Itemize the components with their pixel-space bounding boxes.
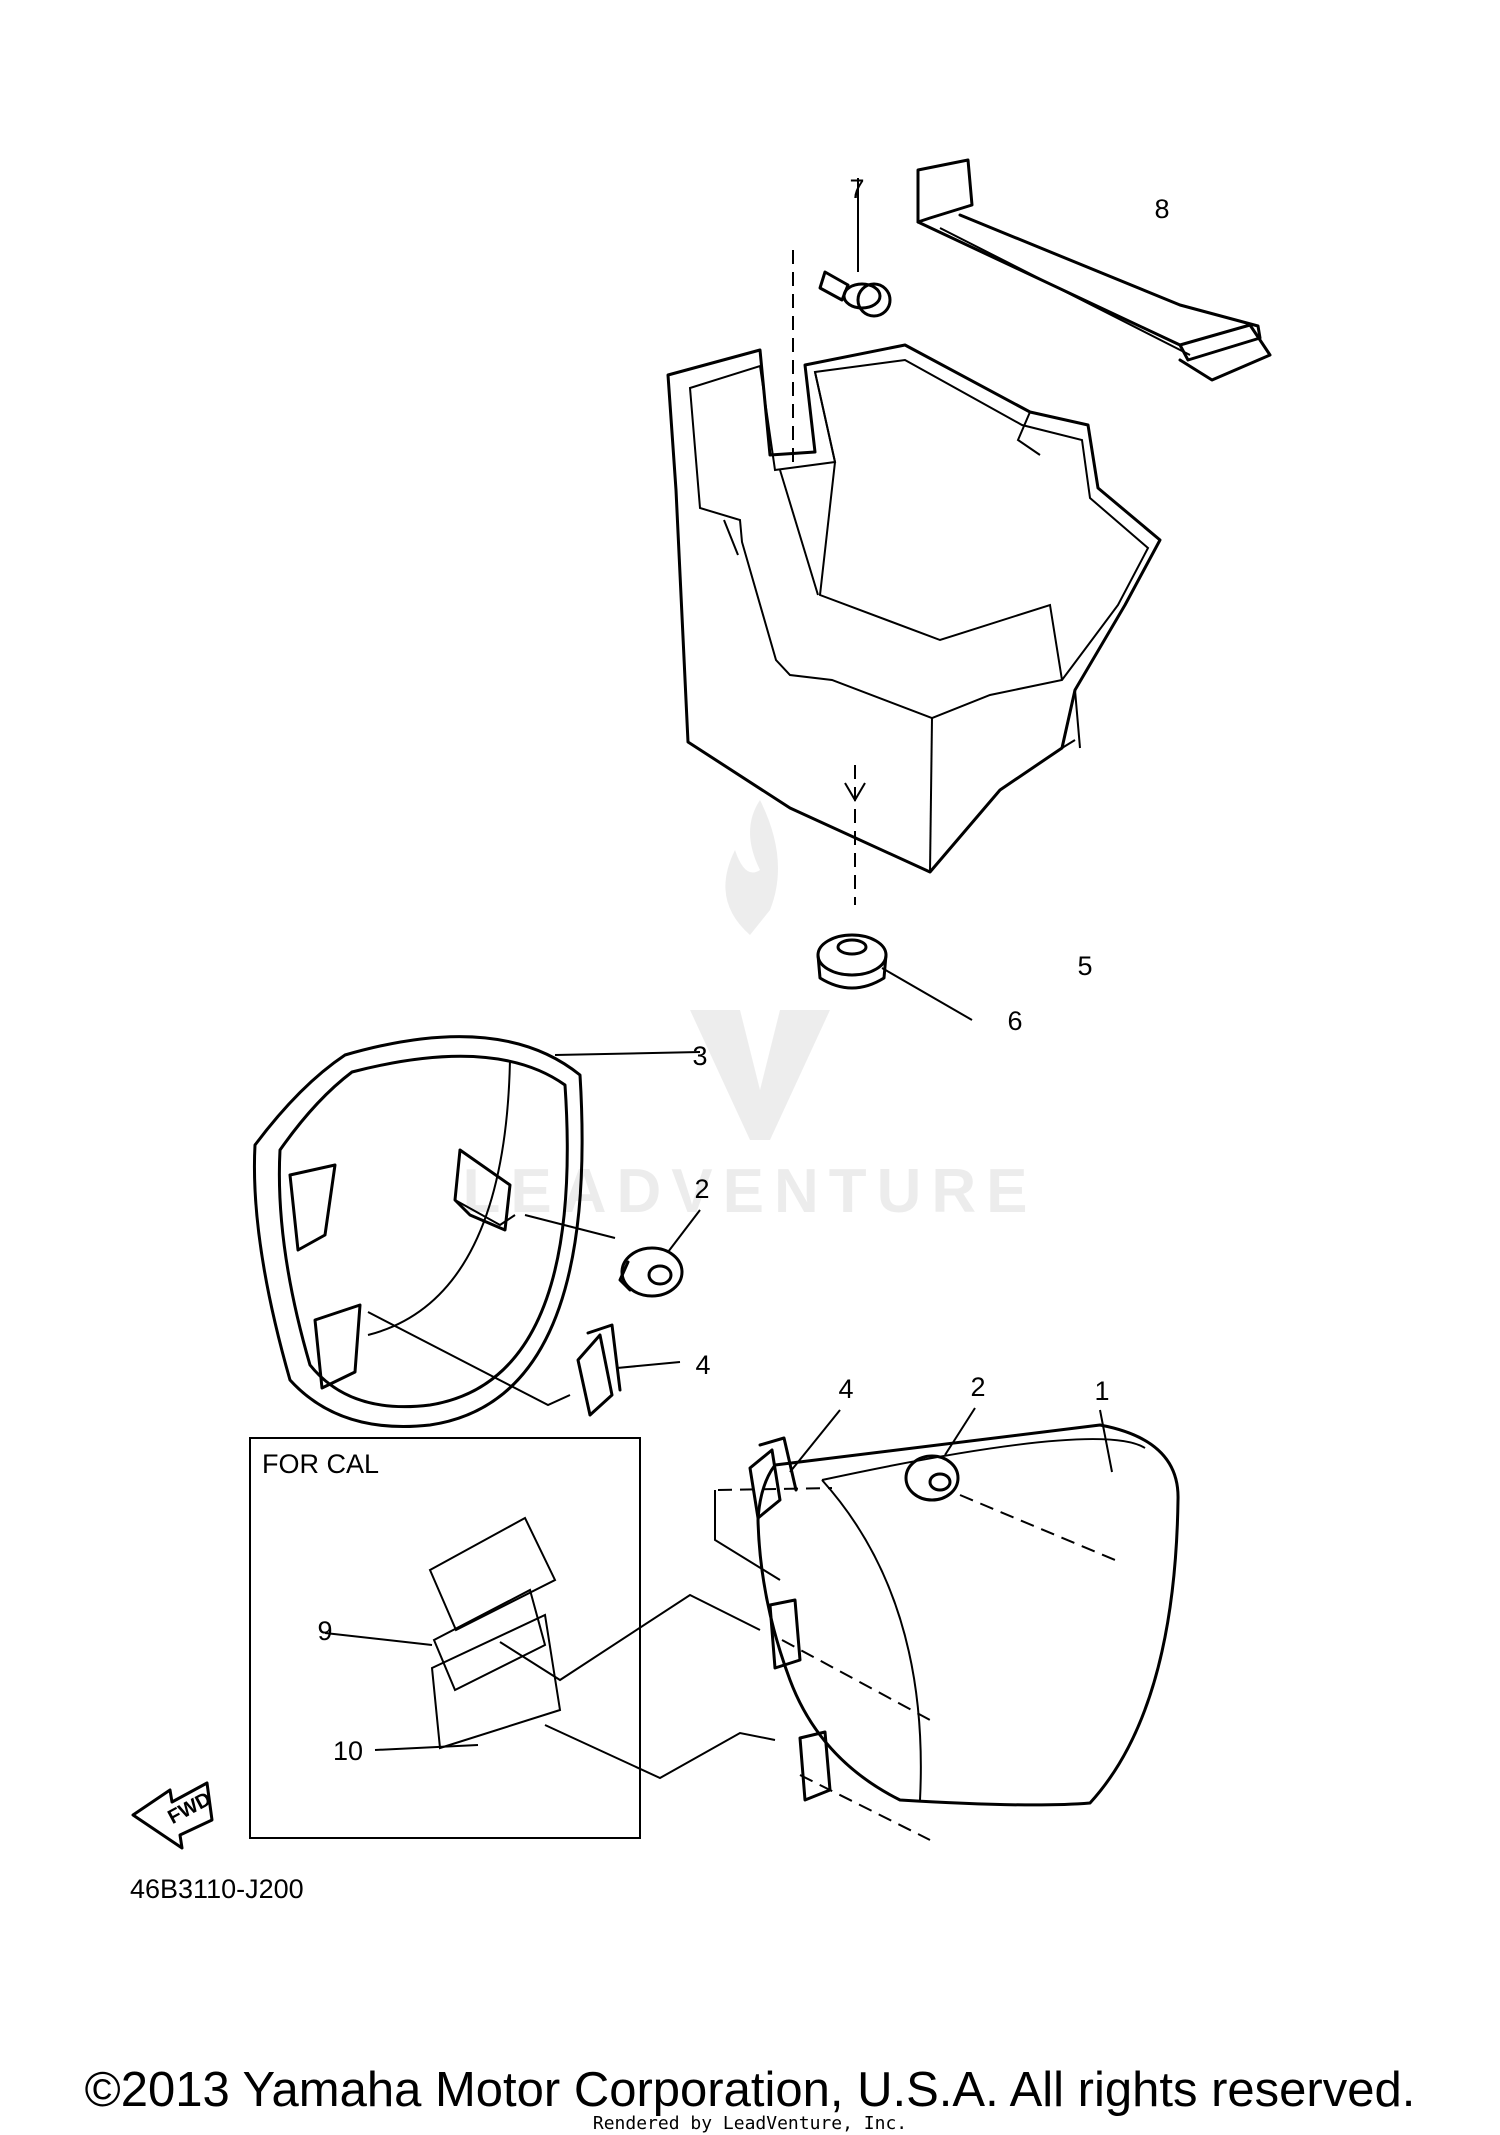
rendered-by-text: Rendered by LeadVenture, Inc. bbox=[592, 2113, 908, 2134]
callout-5: 5 bbox=[1077, 951, 1092, 981]
right-side-cover bbox=[756, 1423, 1180, 1807]
callout-3: 3 bbox=[692, 1041, 707, 1071]
callout-4-upper: 4 bbox=[695, 1350, 710, 1380]
copyright-notice: ©2013 Yamaha Motor Corporation, U.S.A. A… bbox=[84, 2063, 1416, 2117]
diagram-code: 46B3110-J200 bbox=[130, 1874, 304, 1904]
grommet-upper bbox=[618, 1246, 684, 1298]
inset-title: FOR CAL bbox=[262, 1449, 379, 1479]
label-10 bbox=[430, 1613, 562, 1750]
label-9 bbox=[432, 1588, 547, 1692]
callout-6: 6 bbox=[1007, 1006, 1022, 1036]
fwd-arrow-icon: FWD bbox=[131, 1781, 215, 1850]
battery-band bbox=[916, 158, 1272, 382]
leadventure-watermark: LEADVENTURE bbox=[462, 800, 1037, 1226]
clip-upper bbox=[576, 1323, 622, 1417]
grommet-lower bbox=[904, 1454, 960, 1502]
callout-2-lower: 2 bbox=[970, 1372, 985, 1402]
left-side-cover bbox=[252, 1035, 584, 1429]
callout-9: 9 bbox=[317, 1616, 332, 1646]
watermark-text: LEADVENTURE bbox=[462, 1157, 1037, 1226]
callout-8: 8 bbox=[1154, 194, 1169, 224]
clip-lower bbox=[748, 1436, 798, 1520]
battery-box bbox=[666, 343, 1162, 874]
callout-4-lower: 4 bbox=[838, 1374, 853, 1404]
callout-7: 7 bbox=[849, 174, 864, 204]
callout-1: 1 bbox=[1094, 1376, 1109, 1406]
grommet bbox=[816, 933, 888, 990]
bolt bbox=[818, 270, 892, 318]
callout-10: 10 bbox=[333, 1736, 363, 1766]
callout-2-upper: 2 bbox=[694, 1174, 709, 1204]
for-cal-inset: FOR CAL bbox=[249, 1437, 641, 1839]
parts-diagram: LEADVENTURE bbox=[130, 158, 1272, 1904]
